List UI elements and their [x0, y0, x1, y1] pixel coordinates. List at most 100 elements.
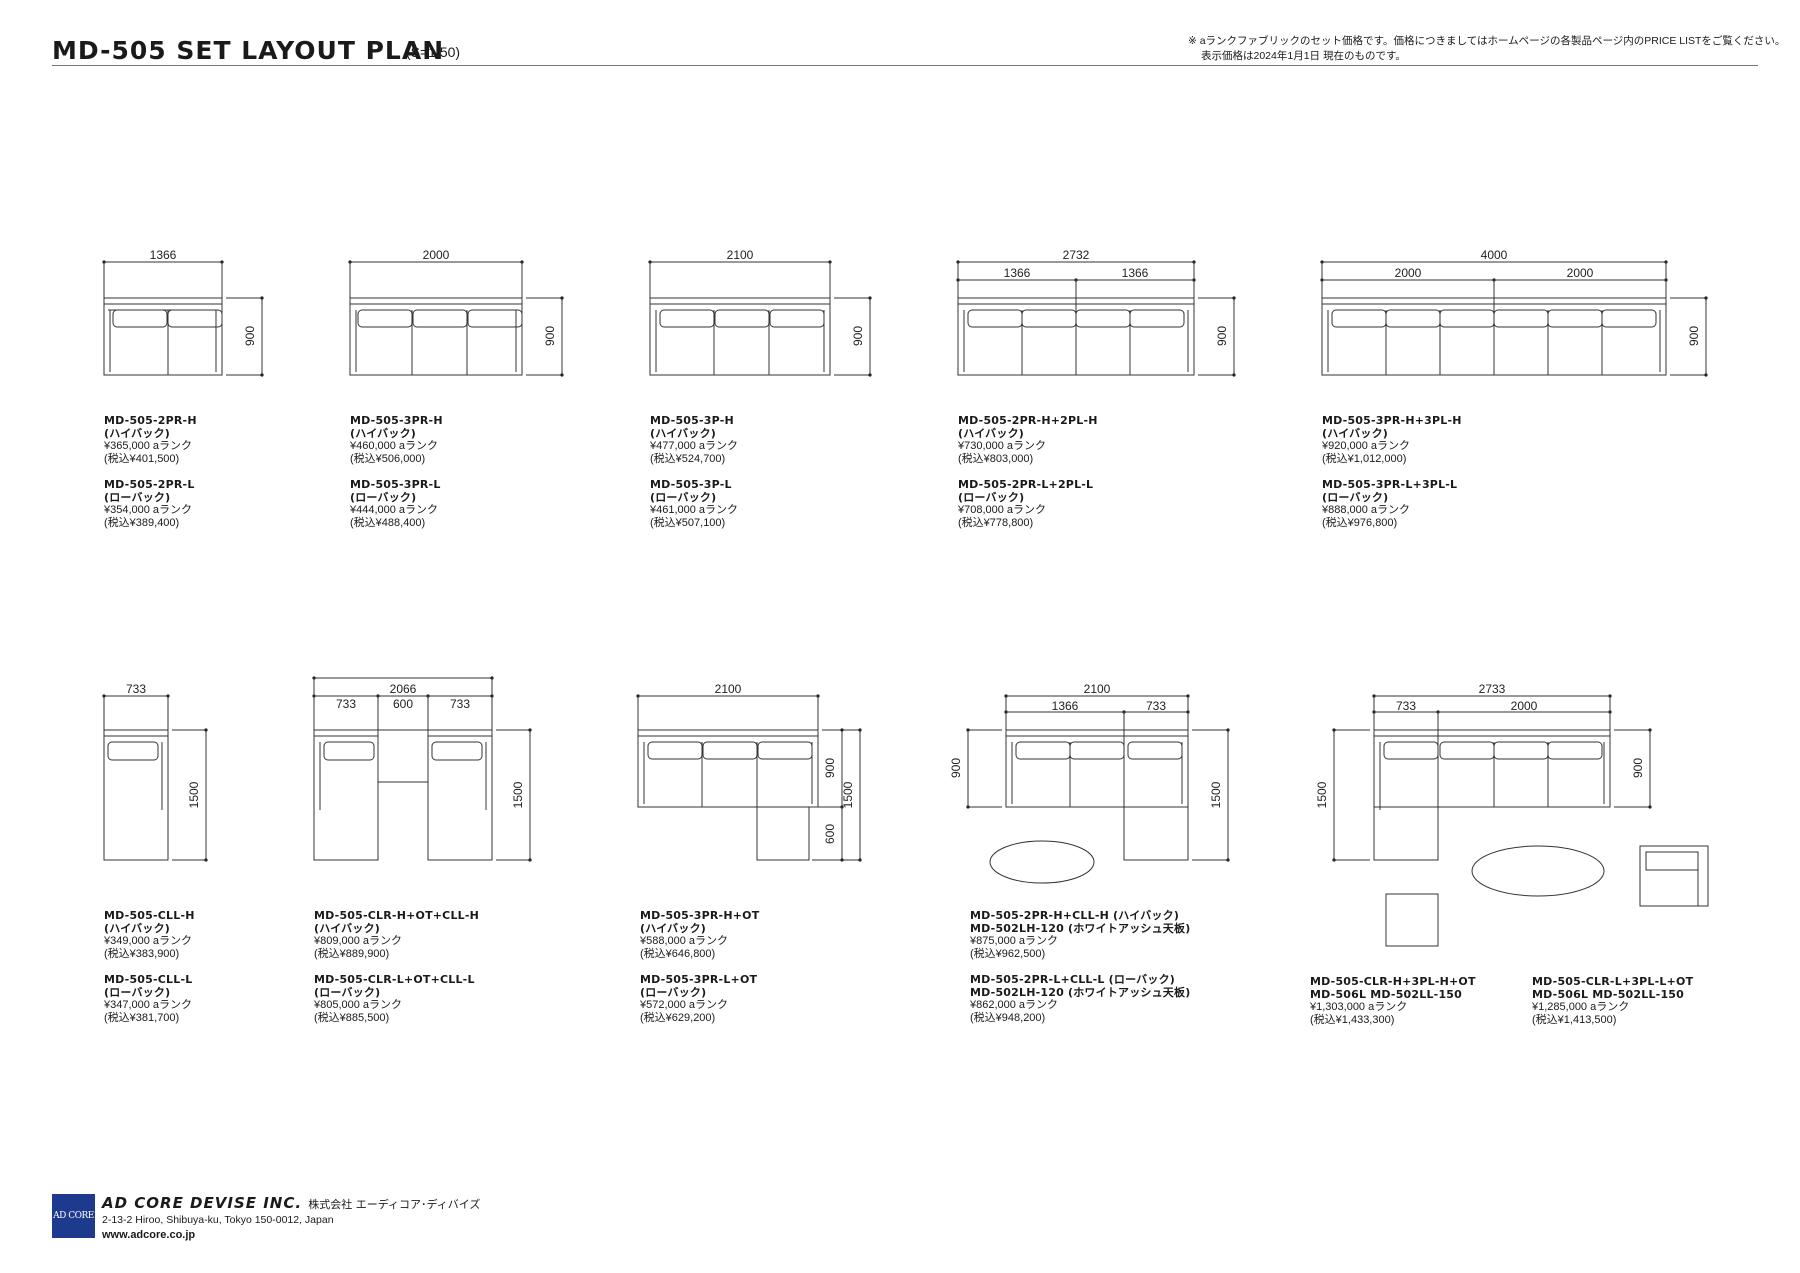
table-model: MD-506L MD-502LL-150 — [1532, 987, 1685, 1001]
dim-label: 1366 — [150, 248, 177, 262]
price-tax: (税込¥401,500) — [104, 452, 180, 465]
plan-3pr-ot — [636, 694, 862, 862]
company-name: AD CORE DEVISE INC. 株式会社 エーディコア･ディバイズ — [102, 1194, 480, 1212]
dim-label: 1500 — [187, 781, 201, 808]
plan-2pr-2pl — [956, 260, 1236, 377]
back-type: (ハイバック) — [350, 426, 417, 440]
dim-label: 600 — [823, 824, 837, 844]
model-name: MD-505-3PR-H+3PL-H — [1322, 414, 1462, 427]
dim-label: 1366 — [1122, 266, 1149, 280]
dim-label: 2100 — [727, 248, 754, 262]
model-name: MD-505-2PR-H+2PL-H — [958, 414, 1098, 427]
caption-clr-ot-cll: MD-505-CLR-H+OT+CLL-H (ハイバック) ¥809,000 a… — [314, 909, 479, 1038]
price: ¥460,000 aランク — [350, 440, 439, 452]
dim-label: 1500 — [1315, 781, 1329, 808]
dim-label: 733 — [1396, 699, 1416, 713]
page-title: MD-505 SET LAYOUT PLAN — [52, 36, 445, 65]
price: ¥809,000 aランク — [314, 935, 403, 947]
price: ¥477,000 aランク — [650, 440, 739, 452]
price: ¥461,000 aランク — [650, 504, 739, 516]
price: ¥730,000 aランク — [958, 440, 1047, 452]
company-logo: AD CORE — [52, 1194, 95, 1238]
dim-label: 900 — [1215, 326, 1229, 346]
caption-2pr-cll-table: MD-505-2PR-H+CLL-H (ハイバック) MD-502LH-120 … — [970, 909, 1191, 1038]
company-address: 2-13-2 Hiroo, Shibuya-ku, Tokyo 150-0012… — [102, 1214, 334, 1226]
price: ¥920,000 aランク — [1322, 440, 1411, 452]
back-type: (ローバック) — [1322, 490, 1389, 504]
model-name: MD-505-3PR-L+OT — [640, 973, 758, 986]
caption-2pr: MD-505-2PR-H (ハイバック) ¥365,000 aランク (税込¥4… — [104, 414, 197, 543]
back-type: (ローバック) — [350, 490, 417, 504]
dim-label: 900 — [1631, 758, 1645, 778]
dim-label: 2000 — [1567, 266, 1594, 280]
price: ¥365,000 aランク — [104, 440, 193, 452]
model-name: MD-505-3PR-H+OT — [640, 909, 760, 922]
price-tax: (税込¥889,900) — [314, 947, 390, 960]
back-type: (ハイバック) — [104, 921, 171, 935]
price-notes: ※ aランクファブリックのセット価格です。価格につきましてはホームページの各製品… — [1188, 34, 1785, 64]
price-tax: (税込¥1,433,300) — [1310, 1013, 1395, 1026]
dim-label: 900 — [243, 326, 257, 346]
caption-cll: MD-505-CLL-H (ハイバック) ¥349,000 aランク (税込¥3… — [104, 909, 195, 1038]
table-model: MD-502LH-120 (ホワイトアッシュ天板) — [970, 921, 1191, 935]
dim-label: 1366 — [1004, 266, 1031, 280]
plan-2pr — [102, 260, 264, 377]
price: ¥444,000 aランク — [350, 504, 439, 516]
price-tax: (税込¥778,800) — [958, 516, 1034, 529]
model-name: MD-505-3PR-L — [350, 478, 441, 491]
dim-label: 1500 — [511, 781, 525, 808]
dim-label: 600 — [393, 697, 413, 711]
dim-label: 733 — [126, 682, 146, 696]
plan-2pr-cll-table — [966, 694, 1230, 884]
price: ¥888,000 aランク — [1322, 504, 1411, 516]
back-type: (ハイバック) — [104, 426, 171, 440]
price-tax: (税込¥976,800) — [1322, 516, 1398, 529]
dim-label: 900 — [823, 758, 837, 778]
price-tax: (税込¥962,500) — [970, 947, 1046, 960]
header-divider — [52, 65, 1758, 66]
model-name: MD-505-CLL-H — [104, 909, 195, 922]
dim-label: 1500 — [841, 781, 855, 808]
dim-label: 2100 — [715, 682, 742, 696]
back-type: (ハイバック) — [958, 426, 1025, 440]
model-name: MD-505-CLR-L+3PL-L+OT — [1532, 975, 1694, 988]
caption-clr-3pl-ot-low: MD-505-CLR-L+3PL-L+OT MD-506L MD-502LL-1… — [1532, 975, 1694, 1040]
price-tax: (税込¥383,900) — [104, 947, 180, 960]
price: ¥875,000 aランク — [970, 935, 1059, 947]
dimension-labels: 1366 900 2000 900 2100 900 2732 1366 136… — [126, 248, 1701, 844]
price: ¥354,000 aランク — [104, 504, 193, 516]
dim-label: 900 — [851, 326, 865, 346]
dim-label: 2000 — [1511, 699, 1538, 713]
model-name: MD-505-2PR-L+CLL-L (ローバック) — [970, 973, 1175, 986]
note-line-2: 表示価格は2024年1月1日 現在のものです。 — [1201, 50, 1406, 62]
plan-3pr-3pl — [1320, 260, 1708, 377]
price: ¥805,000 aランク — [314, 999, 403, 1011]
price: ¥1,303,000 aランク — [1310, 1001, 1408, 1013]
dim-label: 2100 — [1084, 682, 1111, 696]
model-name: MD-505-CLR-L+OT+CLL-L — [314, 973, 475, 986]
model-name: MD-505-3PR-H — [350, 414, 443, 427]
price-tax: (税込¥389,400) — [104, 516, 180, 529]
back-type: (ローバック) — [650, 490, 717, 504]
company-name-en: AD CORE DEVISE INC. — [102, 1194, 303, 1212]
model-name: MD-505-CLR-H+3PL-H+OT — [1310, 975, 1476, 988]
model-name: MD-505-2PR-L — [104, 478, 195, 491]
price: ¥349,000 aランク — [104, 935, 193, 947]
note-line-1: ※ aランクファブリックのセット価格です。価格につきましてはホームページの各製品… — [1188, 35, 1786, 47]
caption-3p: MD-505-3P-H (ハイバック) ¥477,000 aランク (税込¥52… — [650, 414, 739, 543]
price-tax: (税込¥524,700) — [650, 452, 726, 465]
dim-label: 900 — [543, 326, 557, 346]
caption-clr-3pl-ot-high: MD-505-CLR-H+3PL-H+OT MD-506L MD-502LL-1… — [1310, 975, 1476, 1040]
price-tax: (税込¥1,012,000) — [1322, 452, 1407, 465]
website-link[interactable]: www.adcore.co.jp — [102, 1229, 196, 1241]
table-model: MD-502LH-120 (ホワイトアッシュ天板) — [970, 985, 1191, 999]
price-tax: (税込¥803,000) — [958, 452, 1034, 465]
price: ¥588,000 aランク — [640, 935, 729, 947]
price: ¥862,000 aランク — [970, 999, 1059, 1011]
caption-2pr-2pl: MD-505-2PR-H+2PL-H (ハイバック) ¥730,000 aランク… — [958, 414, 1098, 543]
dim-label: 1500 — [1209, 781, 1223, 808]
back-type: (ハイバック) — [650, 426, 717, 440]
back-type: (ローバック) — [104, 985, 171, 999]
model-name: MD-505-2PR-H+CLL-H (ハイバック) — [970, 909, 1180, 922]
